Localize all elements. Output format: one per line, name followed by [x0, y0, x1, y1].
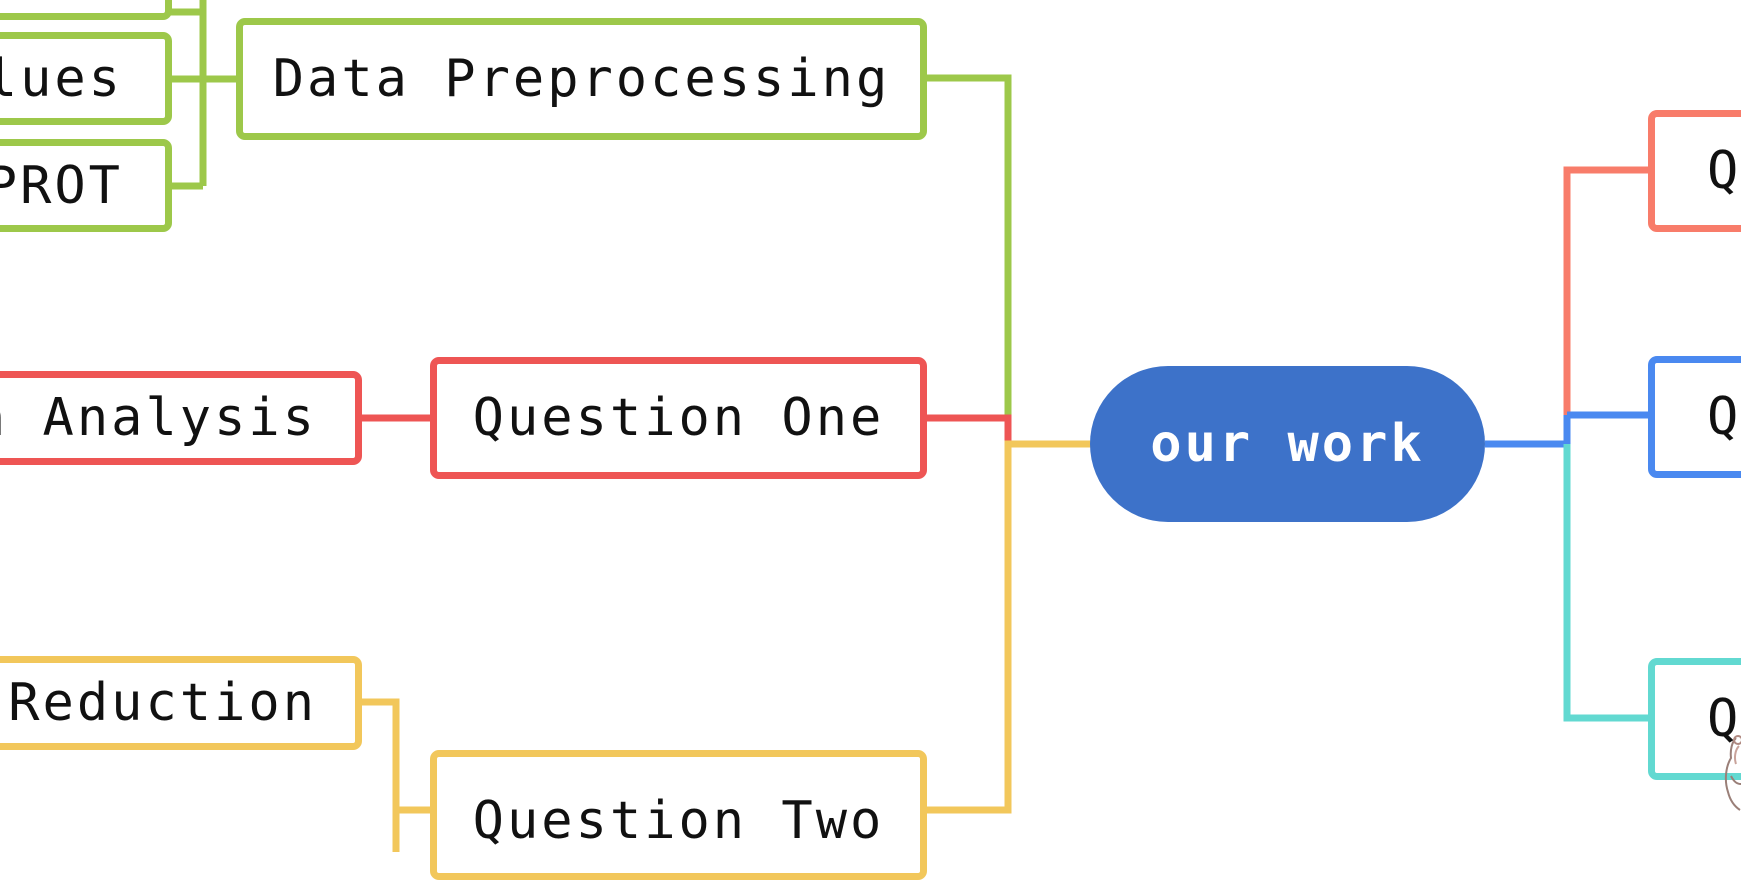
- data-preprocessing-child-2[interactable]: lues: [0, 32, 172, 125]
- link-right-branch-3: [1563, 444, 1650, 722]
- right-branch-node-2[interactable]: Qu: [1648, 356, 1741, 478]
- connector-lines: [168, 0, 1650, 852]
- question-two-child-1[interactable]: Reduction: [0, 656, 362, 750]
- data-preprocessing-child-1[interactable]: [0, 0, 172, 20]
- node-label: Qu: [1707, 387, 1741, 447]
- node-label: PROT: [0, 155, 123, 216]
- node-data-preprocessing[interactable]: Data Preprocessing: [236, 18, 927, 140]
- figurine-icon: [1724, 735, 1741, 811]
- node-question-two[interactable]: Question Two: [430, 750, 927, 880]
- node-question-one[interactable]: Question One: [430, 357, 927, 479]
- link-root-question-two: [926, 440, 1093, 814]
- node-label: Question Two: [472, 791, 885, 851]
- question-one-child-1[interactable]: n Analysis: [0, 371, 362, 465]
- link-root-question-one: [926, 414, 1012, 443]
- root-node-our-work[interactable]: our work: [1090, 366, 1485, 522]
- node-label: n Analysis: [0, 388, 317, 448]
- node-label: Qu: [1707, 141, 1741, 201]
- node-label: lues: [0, 48, 123, 109]
- root-label: our work: [1150, 414, 1425, 474]
- node-label: Data Preprocessing: [272, 49, 891, 109]
- link-right-branch-1: [1563, 166, 1650, 415]
- link-question-two-child: [360, 698, 400, 852]
- right-branch-node-1[interactable]: Qu: [1648, 110, 1741, 232]
- data-preprocessing-child-3[interactable]: PROT: [0, 139, 172, 232]
- right-branch-node-3[interactable]: Qu: [1648, 658, 1741, 780]
- node-label: Question One: [472, 388, 885, 448]
- link-root-data-preprocessing: [926, 74, 1012, 443]
- node-label: Reduction: [8, 673, 317, 733]
- link-root-right: [1485, 415, 1571, 448]
